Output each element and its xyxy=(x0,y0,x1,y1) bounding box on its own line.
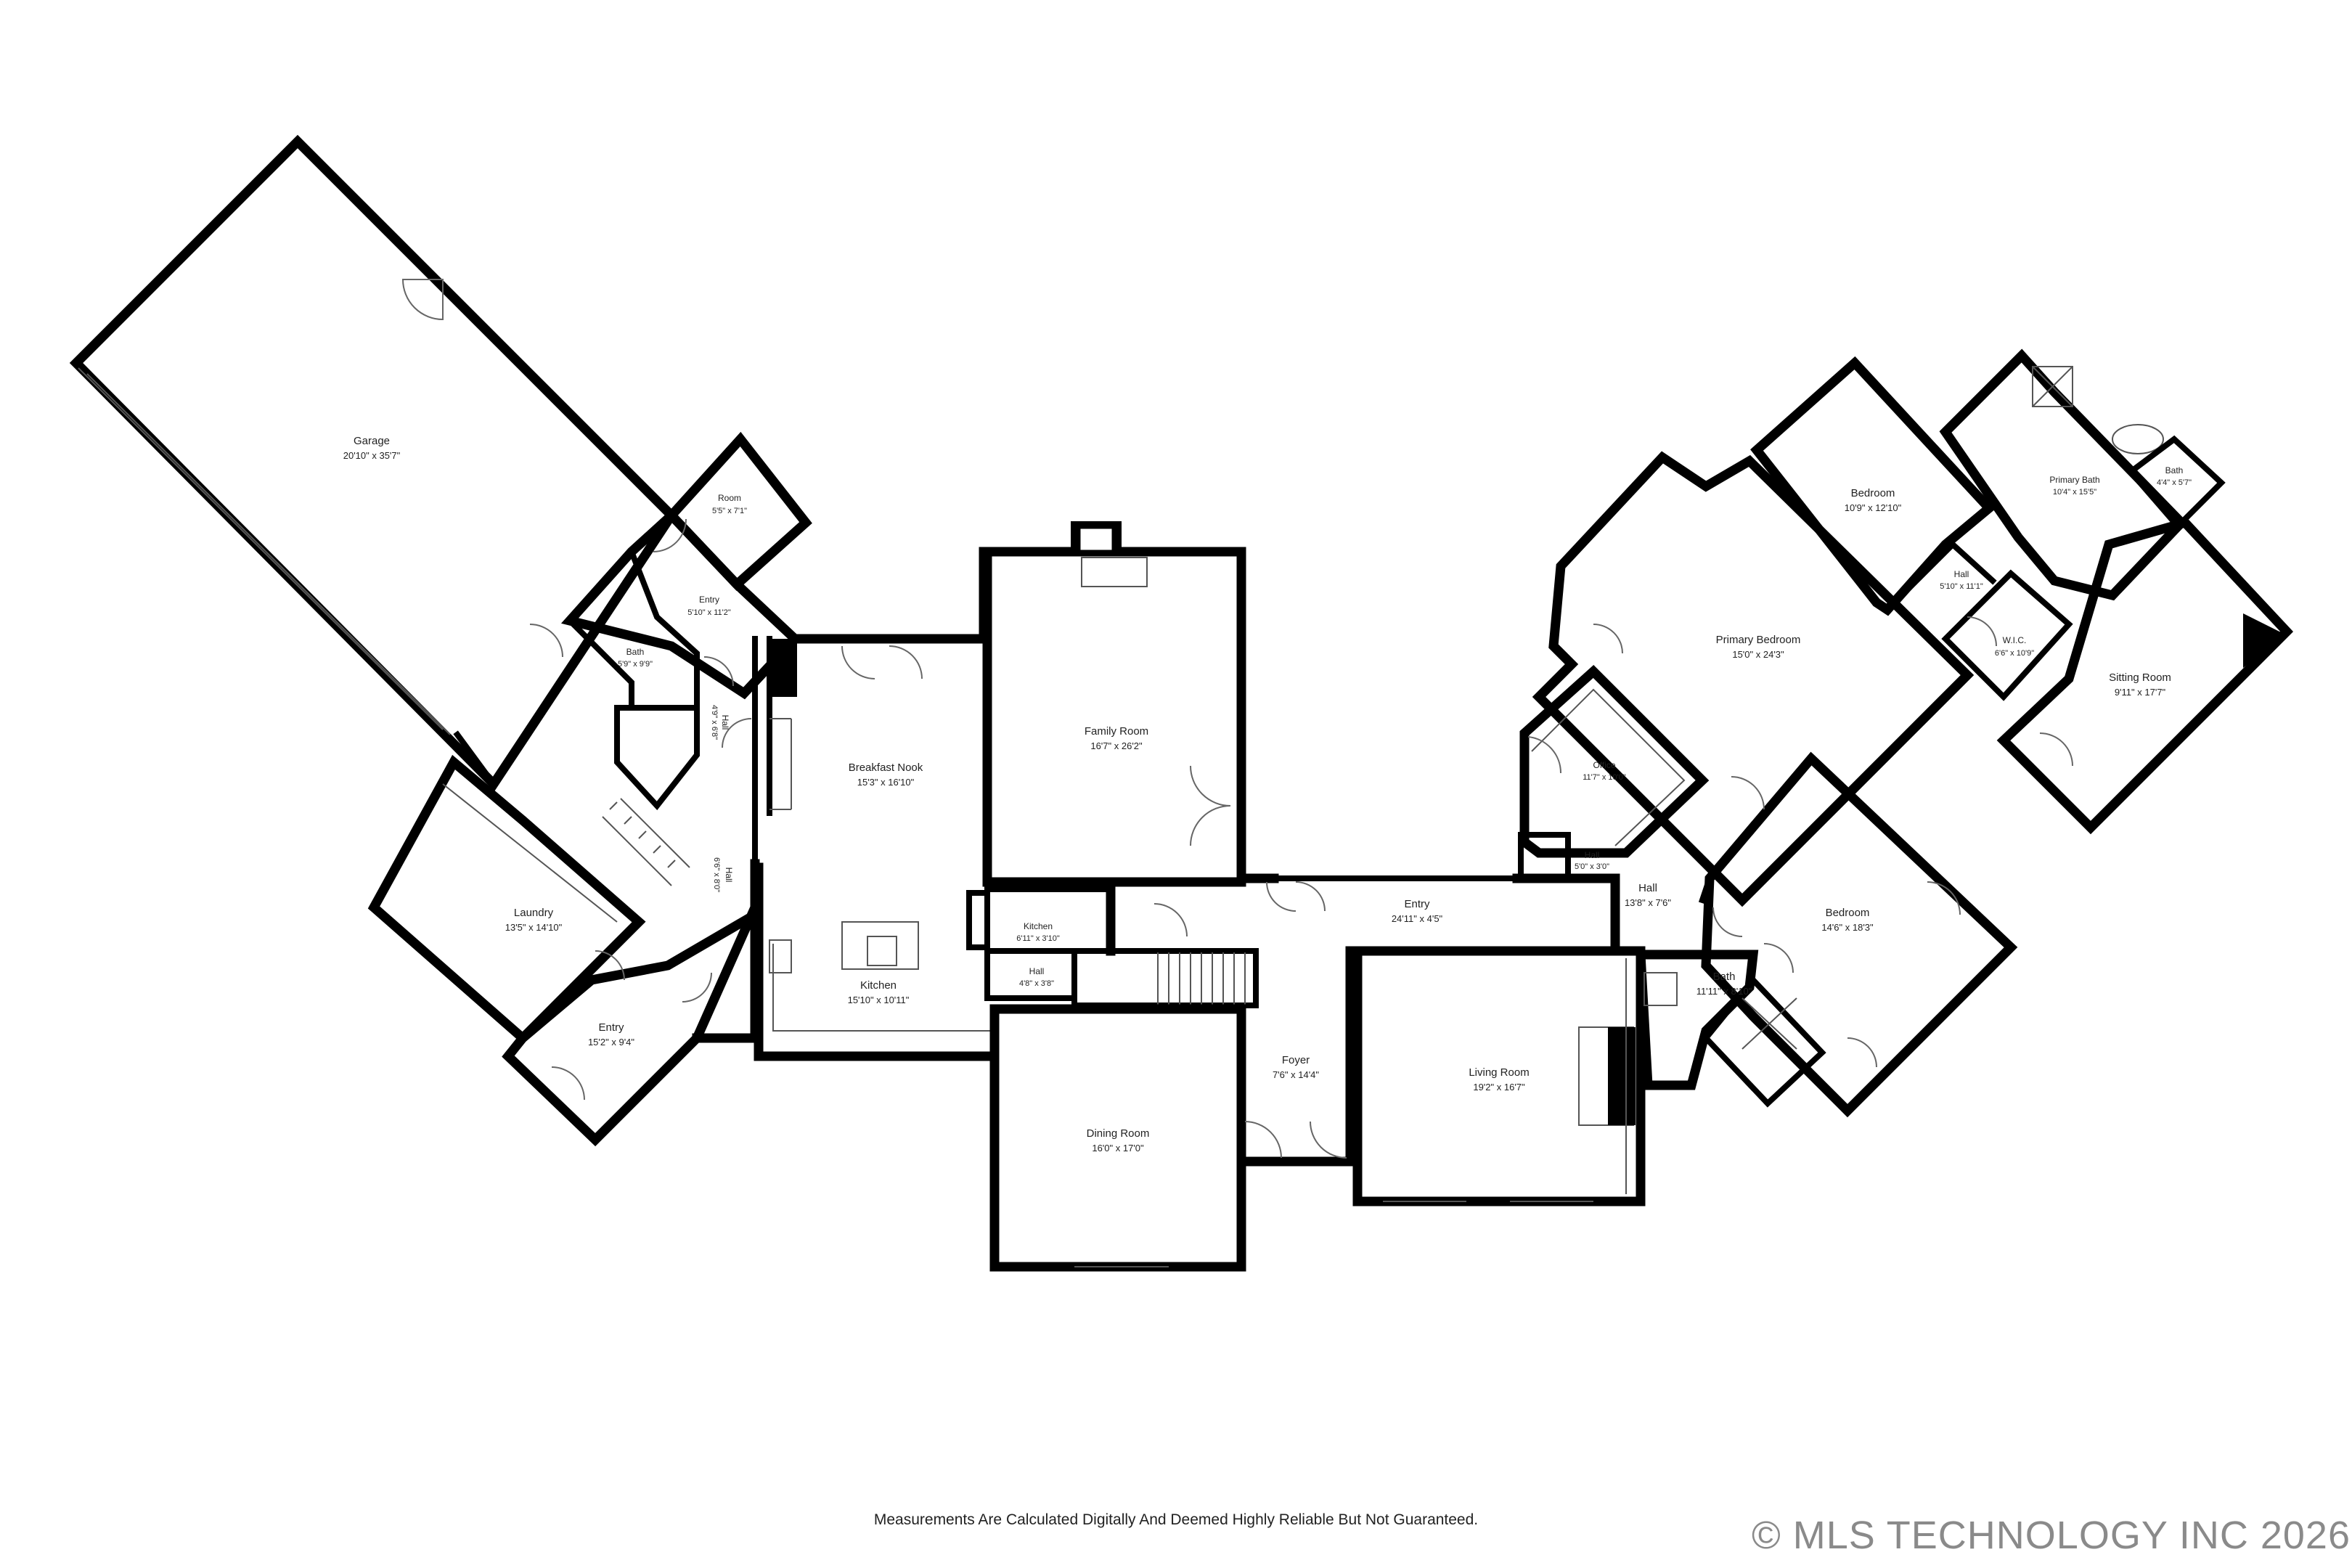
dim-wic: 6'6" x 10'9" xyxy=(1995,649,2034,658)
label-garage: Garage xyxy=(354,435,390,447)
dim-breakfast-nook: 15'3" x 16'10" xyxy=(857,777,915,788)
label-entry-lower-left: Entry xyxy=(598,1021,624,1034)
dim-bedroom-lower: 14'6" x 18'3" xyxy=(1821,922,1874,933)
dim-garage: 20'10" x 35'7" xyxy=(343,450,401,461)
dim-sitting-room: 9'11" x 17'7" xyxy=(2115,687,2166,698)
dim-living-room: 19'2" x 16'7" xyxy=(1473,1082,1525,1093)
dim-entry-center: 24'11" x 4'5" xyxy=(1392,913,1443,924)
label-entry-center: Entry xyxy=(1404,898,1430,910)
label-dining-room: Dining Room xyxy=(1087,1127,1150,1140)
label-sitting-room: Sitting Room xyxy=(2109,671,2171,684)
bathtub xyxy=(2112,424,2164,454)
label-hall-tiny: Hall xyxy=(1585,850,1600,860)
door-swings xyxy=(401,279,2073,1159)
stairs-center xyxy=(1071,948,1259,1008)
label-wic: W.I.C. xyxy=(2003,635,2027,645)
label-office: Office xyxy=(1593,760,1615,770)
label-bedroom-upper: Bedroom xyxy=(1851,487,1895,499)
label-hall-left: Hall xyxy=(724,867,734,883)
dim-entry-upper-left: 5'10" x 11'2" xyxy=(687,608,731,617)
left-wing-walls xyxy=(69,134,812,1147)
dim-bath-right: 11'11" x 8'10" xyxy=(1696,986,1752,997)
label-foyer: Foyer xyxy=(1282,1054,1310,1066)
center-walls xyxy=(754,521,1646,1272)
right-wing-walls xyxy=(1512,348,2294,1118)
dim-hall-left: 6'6" x 8'0" xyxy=(712,857,721,892)
label-primary-bath: Primary Bath xyxy=(2049,475,2099,485)
label-kitchen-small: Kitchen xyxy=(1024,921,1053,931)
dim-kitchen-small: 6'11" x 3'10" xyxy=(1016,934,1060,943)
dim-foyer: 7'6" x 14'4" xyxy=(1273,1069,1319,1080)
label-breakfast-nook: Breakfast Nook xyxy=(849,761,923,774)
label-bath-left: Bath xyxy=(626,647,645,657)
dim-hall-tiny: 5'0" x 3'0" xyxy=(1575,862,1609,871)
label-bath-small-right: Bath xyxy=(2165,465,2184,475)
dim-primary-bedroom: 15'0" x 24'3" xyxy=(1732,649,1784,660)
room-labels: Garage 20'10" x 35'7" Room 5'5" x 7'1" E… xyxy=(343,435,2192,1153)
dim-hall-kitchen: 4'8" x 3'8" xyxy=(1019,979,1054,988)
dim-kitchen: 15'10" x 10'11" xyxy=(848,995,910,1005)
kitchen-island xyxy=(841,921,919,970)
stairs-left xyxy=(602,798,690,886)
dim-family-room: 16'7" x 26'2" xyxy=(1090,740,1143,751)
shower-primary xyxy=(2032,366,2073,407)
label-hall-kitchen: Hall xyxy=(1029,966,1045,976)
dim-laundry: 13'5" x 14'10" xyxy=(505,922,563,933)
copyright-watermark: © MLS TECHNOLOGY INC 2026 xyxy=(1751,1514,2351,1557)
dim-entry-lower-left: 15'2" x 9'4" xyxy=(588,1037,634,1048)
dim-bath-left: 5'9" x 9'9" xyxy=(618,660,653,669)
label-kitchen: Kitchen xyxy=(860,979,897,992)
label-hall-small-left: Hall xyxy=(720,715,730,730)
disclaimer: Measurements Are Calculated Digitally An… xyxy=(873,1511,1479,1528)
label-primary-bedroom: Primary Bedroom xyxy=(1716,634,1801,646)
dim-hall-small-left: 4'9" x 6'8" xyxy=(710,705,719,740)
dim-hall-right: 13'8" x 7'6" xyxy=(1625,897,1671,908)
dim-bath-small-right: 4'4" x 5'7" xyxy=(2157,478,2192,487)
stove xyxy=(769,939,792,973)
label-room: Room xyxy=(718,493,741,503)
label-bath-right: Bath xyxy=(1713,971,1736,983)
label-bedroom-lower: Bedroom xyxy=(1826,907,1870,919)
dim-primary-bath: 10'4" x 15'5" xyxy=(2053,488,2096,497)
dim-room: 5'5" x 7'1" xyxy=(712,507,747,515)
label-hall-upper-right: Hall xyxy=(1954,569,1969,579)
label-hall-right: Hall xyxy=(1638,882,1657,894)
dim-dining-room: 16'0" x 17'0" xyxy=(1092,1143,1144,1153)
chimney-block xyxy=(768,639,797,697)
dim-office: 11'7" x 10'0" xyxy=(1583,773,1626,782)
label-living-room: Living Room xyxy=(1469,1066,1529,1079)
label-family-room: Family Room xyxy=(1085,725,1148,738)
dim-hall-upper-right: 5'10" x 11'1" xyxy=(1940,582,1983,591)
label-laundry: Laundry xyxy=(514,907,554,919)
label-entry-upper-left: Entry xyxy=(699,595,719,605)
dim-bedroom-upper: 10'9" x 12'10" xyxy=(1845,502,1902,513)
